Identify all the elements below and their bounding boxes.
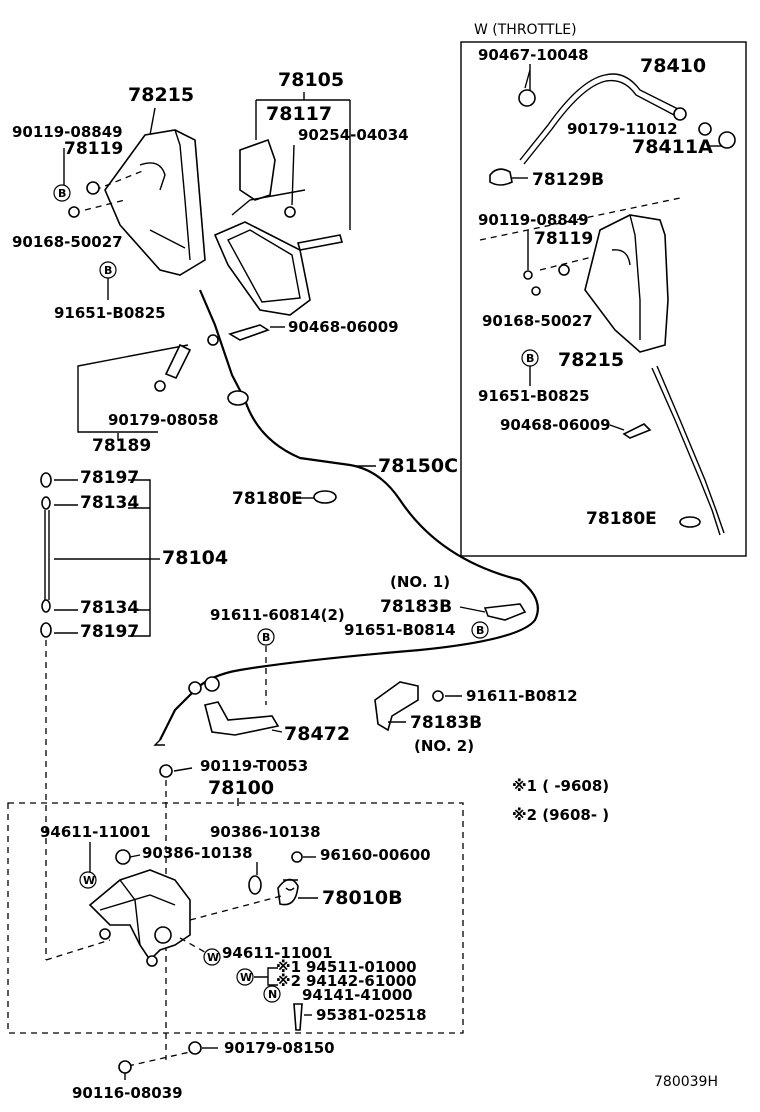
bracket-78183b-no2 bbox=[374, 681, 419, 732]
inset-bracket bbox=[584, 214, 669, 353]
label-inset-90168: 90168-50027 bbox=[482, 312, 593, 330]
label-78100: 78100 bbox=[208, 777, 274, 799]
label-inset-90119: 90119-08849 bbox=[478, 211, 589, 229]
label-91611-60814: 91611-60814(2) bbox=[210, 606, 345, 624]
label-78180e: 78180E bbox=[232, 489, 303, 509]
inset-title: W (THROTTLE) bbox=[474, 22, 577, 38]
label-90468-06009: 90468-06009 bbox=[288, 318, 399, 336]
assembly-78100-box bbox=[7, 802, 464, 1034]
label-78134-bottom: 78134 bbox=[80, 598, 139, 618]
label-inset-78129b: 78129B bbox=[532, 170, 604, 190]
label-78119: 78119 bbox=[64, 139, 123, 159]
label-78104: 78104 bbox=[162, 547, 228, 569]
label-inset-91651: 91651-B0825 bbox=[478, 387, 590, 405]
circle-b-4-text: B bbox=[262, 631, 270, 644]
pedal-arm bbox=[239, 138, 276, 201]
label-90179-08150: 90179-08150 bbox=[224, 1039, 335, 1057]
lever-bracket bbox=[88, 869, 191, 962]
label-78010b: 78010B bbox=[322, 887, 403, 909]
label-78472: 78472 bbox=[284, 723, 350, 745]
label-inset-78119: 78119 bbox=[534, 229, 593, 249]
circle-w-1-text: W bbox=[83, 874, 95, 887]
label-90116-08039: 90116-08039 bbox=[72, 1084, 183, 1102]
circle-w-1 bbox=[79, 871, 97, 889]
label-78189: 78189 bbox=[92, 436, 151, 456]
circle-b-inset-1-text: B bbox=[526, 352, 534, 365]
circle-w-3-text: W bbox=[240, 971, 252, 984]
label-inset-78410: 78410 bbox=[640, 55, 706, 77]
label-78197-bottom: 78197 bbox=[80, 622, 139, 642]
label-inset-90467: 90467-10048 bbox=[478, 46, 589, 64]
label-inset-78215: 78215 bbox=[558, 349, 624, 371]
label-90386-10138-b: 90386-10138 bbox=[142, 844, 253, 862]
label-91611-b0812: 91611-B0812 bbox=[466, 687, 578, 705]
label-inset-78180e: 78180E bbox=[586, 509, 657, 529]
label-78183b-no1: 78183B bbox=[380, 597, 452, 617]
circle-b-4 bbox=[257, 628, 275, 646]
label-90254-04034: 90254-04034 bbox=[298, 126, 409, 144]
label-inset-78411a: 78411A bbox=[632, 136, 713, 158]
note-2: ※2 (9608- ) bbox=[512, 806, 609, 824]
circle-n-1-text: N bbox=[268, 988, 277, 1001]
circle-w-2 bbox=[203, 948, 221, 966]
label-90179-08058: 90179-08058 bbox=[108, 411, 219, 429]
mark-1: ※1 bbox=[276, 958, 301, 976]
label-91651-b0825: 91651-B0825 bbox=[54, 304, 166, 322]
label-78183b-no2: 78183B bbox=[410, 713, 482, 733]
note-1: ※1 ( -9608) bbox=[512, 777, 609, 795]
label-90119-08849: 90119-08849 bbox=[12, 123, 123, 141]
label-95381-02518: 95381-02518 bbox=[316, 1006, 427, 1024]
cable-78150c bbox=[159, 289, 539, 741]
label-no2: (NO. 2) bbox=[414, 737, 474, 755]
label-78150c: 78150C bbox=[378, 455, 458, 477]
inset-clip bbox=[518, 89, 536, 107]
label-inset-90468: 90468-06009 bbox=[500, 416, 611, 434]
diagram-code: 780039H bbox=[654, 1074, 718, 1090]
circle-n-1 bbox=[263, 985, 281, 1003]
circle-b-1-text: B bbox=[58, 187, 66, 200]
circle-b-1 bbox=[53, 184, 71, 202]
circle-b-3 bbox=[471, 621, 489, 639]
bracket-78472 bbox=[204, 701, 280, 736]
label-90119-t0053: 90119-T0053 bbox=[200, 757, 308, 775]
label-90168-50027: 90168-50027 bbox=[12, 233, 123, 251]
label-78134-top: 78134 bbox=[80, 493, 139, 513]
bracket-78215 bbox=[104, 129, 206, 276]
label-94142-61000: 94142-61000 bbox=[306, 972, 417, 990]
label-96160-00600: 96160-00600 bbox=[320, 846, 431, 864]
label-91651-b0814: 91651-B0814 bbox=[344, 621, 456, 639]
label-94611-11001-b: 94611-11001 bbox=[222, 944, 333, 962]
circle-w-2-text: W bbox=[207, 951, 219, 964]
label-78197-top: 78197 bbox=[80, 468, 139, 488]
label-94141-41000: 94141-41000 bbox=[302, 986, 413, 1004]
mark-2: ※2 bbox=[276, 972, 301, 990]
label-78215: 78215 bbox=[128, 84, 194, 106]
circle-w-3 bbox=[236, 968, 254, 986]
circle-b-2-text: B bbox=[104, 264, 112, 277]
label-78117: 78117 bbox=[266, 103, 332, 125]
label-inset-90179: 90179-11012 bbox=[567, 120, 678, 138]
label-90386-10138-a: 90386-10138 bbox=[210, 823, 321, 841]
circle-b-3-text: B bbox=[476, 624, 484, 637]
label-94511-01000: 94511-01000 bbox=[306, 958, 417, 976]
label-no1: (NO. 1) bbox=[390, 573, 450, 591]
label-78105: 78105 bbox=[278, 69, 344, 91]
inset-cable bbox=[519, 73, 681, 161]
label-94611-11001-a: 94611-11001 bbox=[40, 823, 151, 841]
inset-frame bbox=[460, 41, 747, 557]
pedal-pad bbox=[213, 221, 311, 316]
